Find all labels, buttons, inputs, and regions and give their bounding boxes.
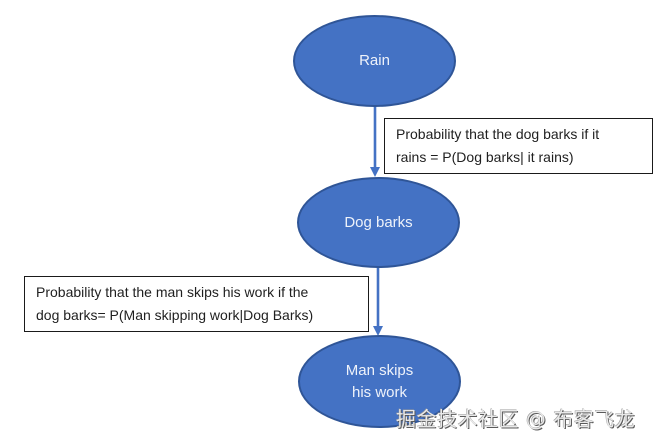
note-2-line-2: dog barks= P(Man skipping work|Dog Barks… <box>36 307 314 323</box>
node-dog-barks: Dog barks <box>297 177 460 268</box>
note-1-line-2: rains = P(Dog barks| it rains) <box>396 149 574 165</box>
watermark-text: 掘金技术社区 @ 布客飞龙 <box>396 407 636 431</box>
node-rain: Rain <box>293 15 456 107</box>
note-p-man-skips-given-dog-barks: Probability that the man skips his work … <box>24 276 369 332</box>
note-1-line-1: Probability that the dog barks if it <box>396 126 600 142</box>
node-man-skips-label-line-2: his work <box>351 383 407 401</box>
node-dog-barks-label: Dog barks <box>344 213 413 231</box>
node-man-skips-work: Man skips his work <box>298 335 461 428</box>
note-2-line-1: Probability that the man skips his work … <box>36 284 309 300</box>
node-man-skips-label-line-1: Man skips <box>345 361 414 379</box>
node-rain-label: Rain <box>359 52 390 69</box>
note-p-dog-barks-given-rain: Probability that the dog barks if it rai… <box>384 118 653 174</box>
